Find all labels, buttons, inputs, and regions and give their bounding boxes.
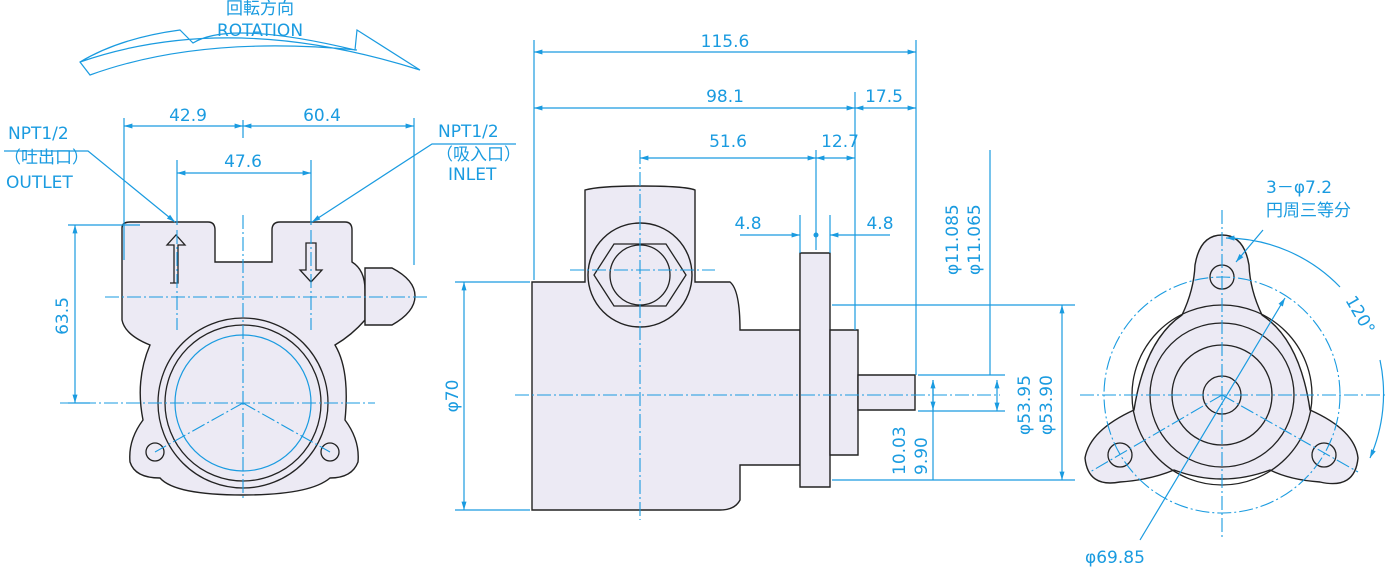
dim-63-5: 63.5 <box>53 297 73 335</box>
dim-pilot-max: φ53.95 <box>1015 375 1035 435</box>
inlet-spec: NPT1/2 <box>438 122 499 142</box>
dim-98-1: 98.1 <box>706 87 744 107</box>
dim-key-max: 10.03 <box>890 426 910 475</box>
holes-note: 円周三等分 <box>1266 201 1351 221</box>
dim-pilot-min: φ53.90 <box>1037 375 1057 435</box>
dim-60-4: 60.4 <box>303 106 341 126</box>
rotation-jp: 回転方向 <box>226 0 294 19</box>
dim-12-7: 12.7 <box>821 132 859 152</box>
flange-view: 3－φ7.2 円周三等分 120° φ69.85 <box>1080 178 1385 568</box>
outlet-jp: （吐出口） <box>4 148 89 168</box>
angle-120: 120° <box>1341 293 1379 338</box>
dim-17-5: 17.5 <box>865 87 903 107</box>
front-view: 42.9 60.4 47.6 63.5 NPT1/2 （吐出口） OUTLET … <box>4 106 521 500</box>
pcd-69-85: φ69.85 <box>1085 548 1145 568</box>
dim-body-dia: φ70 <box>443 380 463 413</box>
outlet-spec: NPT1/2 <box>8 124 69 144</box>
outlet-en: OUTLET <box>6 173 73 193</box>
dim-42-9: 42.9 <box>169 106 207 126</box>
rotation-en: ROTATION <box>217 21 303 41</box>
rotation-arrow: 回転方向 ROTATION <box>79 0 421 76</box>
holes-spec: 3－φ7.2 <box>1266 178 1332 198</box>
dim-51-6: 51.6 <box>709 132 747 152</box>
dim-shaft-max: φ11.085 <box>943 204 963 275</box>
side-view: 115.6 98.1 17.5 51.6 12.7 4.8 4.8 φ70 φ1… <box>443 32 1075 520</box>
inlet-jp: （吸入口） <box>436 145 521 165</box>
dim-115-6: 115.6 <box>701 32 750 52</box>
dim-4-8-pilot: 4.8 <box>866 214 893 234</box>
dim-shaft-min: φ11.065 <box>965 204 985 275</box>
inlet-en: INLET <box>448 165 497 185</box>
dim-4-8-flange: 4.8 <box>734 214 761 234</box>
dim-key-min: 9.90 <box>912 437 932 475</box>
dim-47-6: 47.6 <box>224 152 262 172</box>
